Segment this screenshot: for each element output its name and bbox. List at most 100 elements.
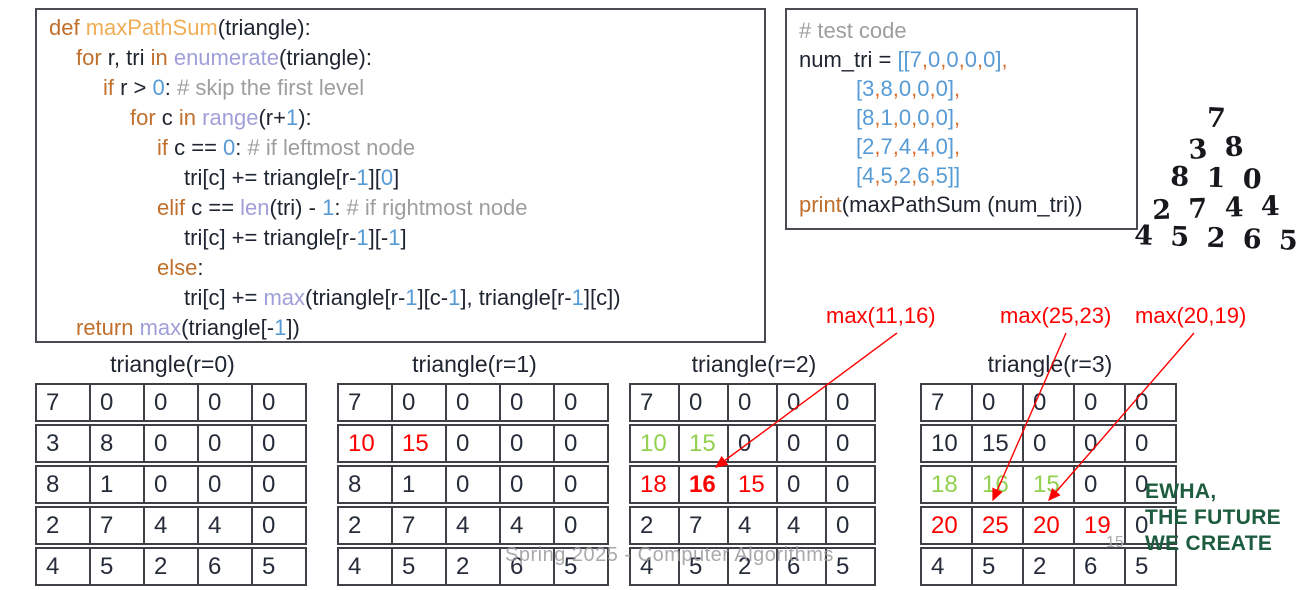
- table-cell: 0: [499, 383, 555, 422]
- code-token: 5: [935, 163, 948, 188]
- table-cell: 10: [920, 424, 973, 463]
- code-token: ], triangle[r-: [460, 285, 572, 310]
- code-token: :: [197, 255, 204, 280]
- table-cell: 0: [825, 424, 876, 463]
- code-token: ]]: [947, 163, 961, 188]
- table-title-r0: triangle(r=0): [110, 351, 235, 377]
- code-token: (triangle[-: [181, 315, 275, 340]
- table-cell: 10: [629, 424, 680, 463]
- code-token: 1: [356, 165, 369, 190]
- code-token: 4: [898, 134, 912, 159]
- table-cell: 0: [776, 383, 827, 422]
- code-token: ,: [892, 76, 899, 101]
- code-token: ]: [400, 225, 407, 250]
- code-token: r >: [114, 75, 153, 100]
- table-cell: 7: [629, 383, 680, 422]
- table-cell: 0: [553, 424, 609, 463]
- code-token: 0: [223, 135, 236, 160]
- code-token: ,: [929, 105, 936, 130]
- table-cell: 7: [391, 506, 447, 545]
- code-token: tri[c] +=: [184, 285, 264, 310]
- code-token: ,: [929, 76, 936, 101]
- code-line: [8,1,0,0,0],: [799, 103, 1124, 132]
- table-cell: 0: [445, 383, 501, 422]
- code-token: ][c-: [417, 285, 449, 310]
- code-token: [3: [856, 76, 875, 101]
- code-token: ,: [921, 47, 929, 72]
- table-title-r1: triangle(r=1): [412, 351, 537, 377]
- table-cell: 10: [337, 424, 393, 463]
- table-cell: 18: [629, 465, 680, 504]
- table-cell: 15: [678, 424, 729, 463]
- table-cell: 0: [1022, 383, 1075, 422]
- table-cell: 15: [391, 424, 447, 463]
- code-token: 0: [928, 47, 941, 72]
- code-token: # if rightmost node: [346, 195, 528, 220]
- code-token: ,: [953, 76, 961, 101]
- code-token: ][: [368, 165, 381, 190]
- table-cell: 0: [1073, 383, 1126, 422]
- table-cell: 5: [553, 547, 609, 586]
- code-line: return max(triangle[-1]): [49, 313, 752, 343]
- table-cell: 0: [776, 424, 827, 463]
- code-token: in: [178, 105, 197, 130]
- code-token: 5: [880, 163, 893, 188]
- table-cell: 0: [825, 465, 876, 504]
- table-cell: 6: [197, 547, 253, 586]
- table-cell: 2: [1022, 547, 1075, 586]
- table-cell: 0: [727, 424, 778, 463]
- code-token: ,: [874, 105, 881, 130]
- table-cell: 0: [1073, 424, 1126, 463]
- table-cell: 7: [89, 506, 145, 545]
- table-cell: 2: [629, 506, 680, 545]
- code-token: len: [240, 195, 270, 220]
- code-token: if: [103, 75, 114, 100]
- code-token: 0: [898, 105, 912, 130]
- code-line: num_tri = [[7,0,0,0,0],: [799, 45, 1124, 74]
- table-cell: 0: [143, 465, 199, 504]
- code-token: ):: [298, 105, 312, 130]
- code-token: ,: [953, 105, 961, 130]
- code-line: if c == 0: # if leftmost node: [49, 133, 752, 163]
- table-cell: 4: [143, 506, 199, 545]
- table-title-r3: triangle(r=3): [987, 351, 1113, 377]
- code-token: ]: [947, 76, 954, 101]
- code-line: if r > 0: # skip the first level: [49, 73, 752, 103]
- annotation-max-20-19: max(20,19): [1135, 303, 1247, 328]
- code-token: # skip the first level: [177, 75, 365, 100]
- code-token: 0: [946, 47, 959, 72]
- code-token: 8: [880, 76, 893, 101]
- table-cell: 0: [143, 383, 199, 422]
- table-cell: 0: [251, 424, 307, 463]
- code-token: ,: [929, 134, 936, 159]
- code-token: ]: [995, 47, 1002, 72]
- code-token: 7: [880, 134, 893, 159]
- code-token: ]: [947, 105, 954, 130]
- table-cell: 8: [337, 465, 393, 504]
- table-cell: 15: [727, 465, 778, 504]
- table-cell: 0: [727, 383, 778, 422]
- table-cell: 0: [1124, 424, 1177, 463]
- table-cell: 0: [1124, 383, 1177, 422]
- table-cell: 5: [251, 547, 307, 586]
- code-token: 0: [917, 76, 930, 101]
- code-token: 1: [388, 225, 401, 250]
- code-token: ,: [940, 47, 947, 72]
- code-token: 0: [917, 105, 930, 130]
- table-cell: 0: [445, 465, 501, 504]
- code-token: (r+: [258, 105, 286, 130]
- table-cell: 5: [971, 547, 1024, 586]
- code-token: 0: [935, 76, 948, 101]
